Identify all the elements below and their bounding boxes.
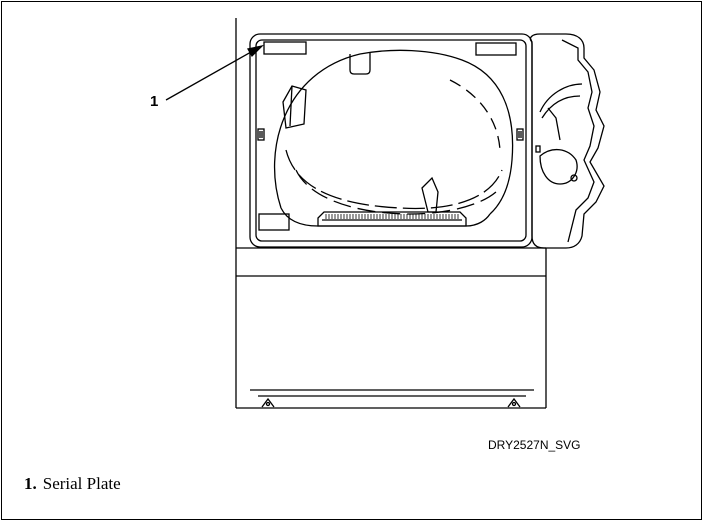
legend: 1. Serial Plate bbox=[24, 474, 121, 494]
label-plate-bottom-left bbox=[258, 213, 290, 231]
drum bbox=[273, 49, 514, 227]
callout-leader bbox=[165, 44, 265, 101]
hinge-right bbox=[516, 128, 524, 141]
open-door bbox=[529, 33, 605, 249]
dryer-cabinet bbox=[235, 18, 547, 409]
callout-number-1: 1 bbox=[150, 93, 159, 110]
serial-plate bbox=[263, 41, 307, 55]
lint-screen bbox=[325, 214, 459, 219]
legend-item-label: Serial Plate bbox=[42, 474, 121, 493]
legend-item-number: 1. bbox=[24, 474, 37, 493]
hinge-left bbox=[257, 128, 265, 141]
figure-id: DRY2527N_SVG bbox=[488, 438, 581, 452]
label-plate-top-right bbox=[475, 42, 517, 56]
